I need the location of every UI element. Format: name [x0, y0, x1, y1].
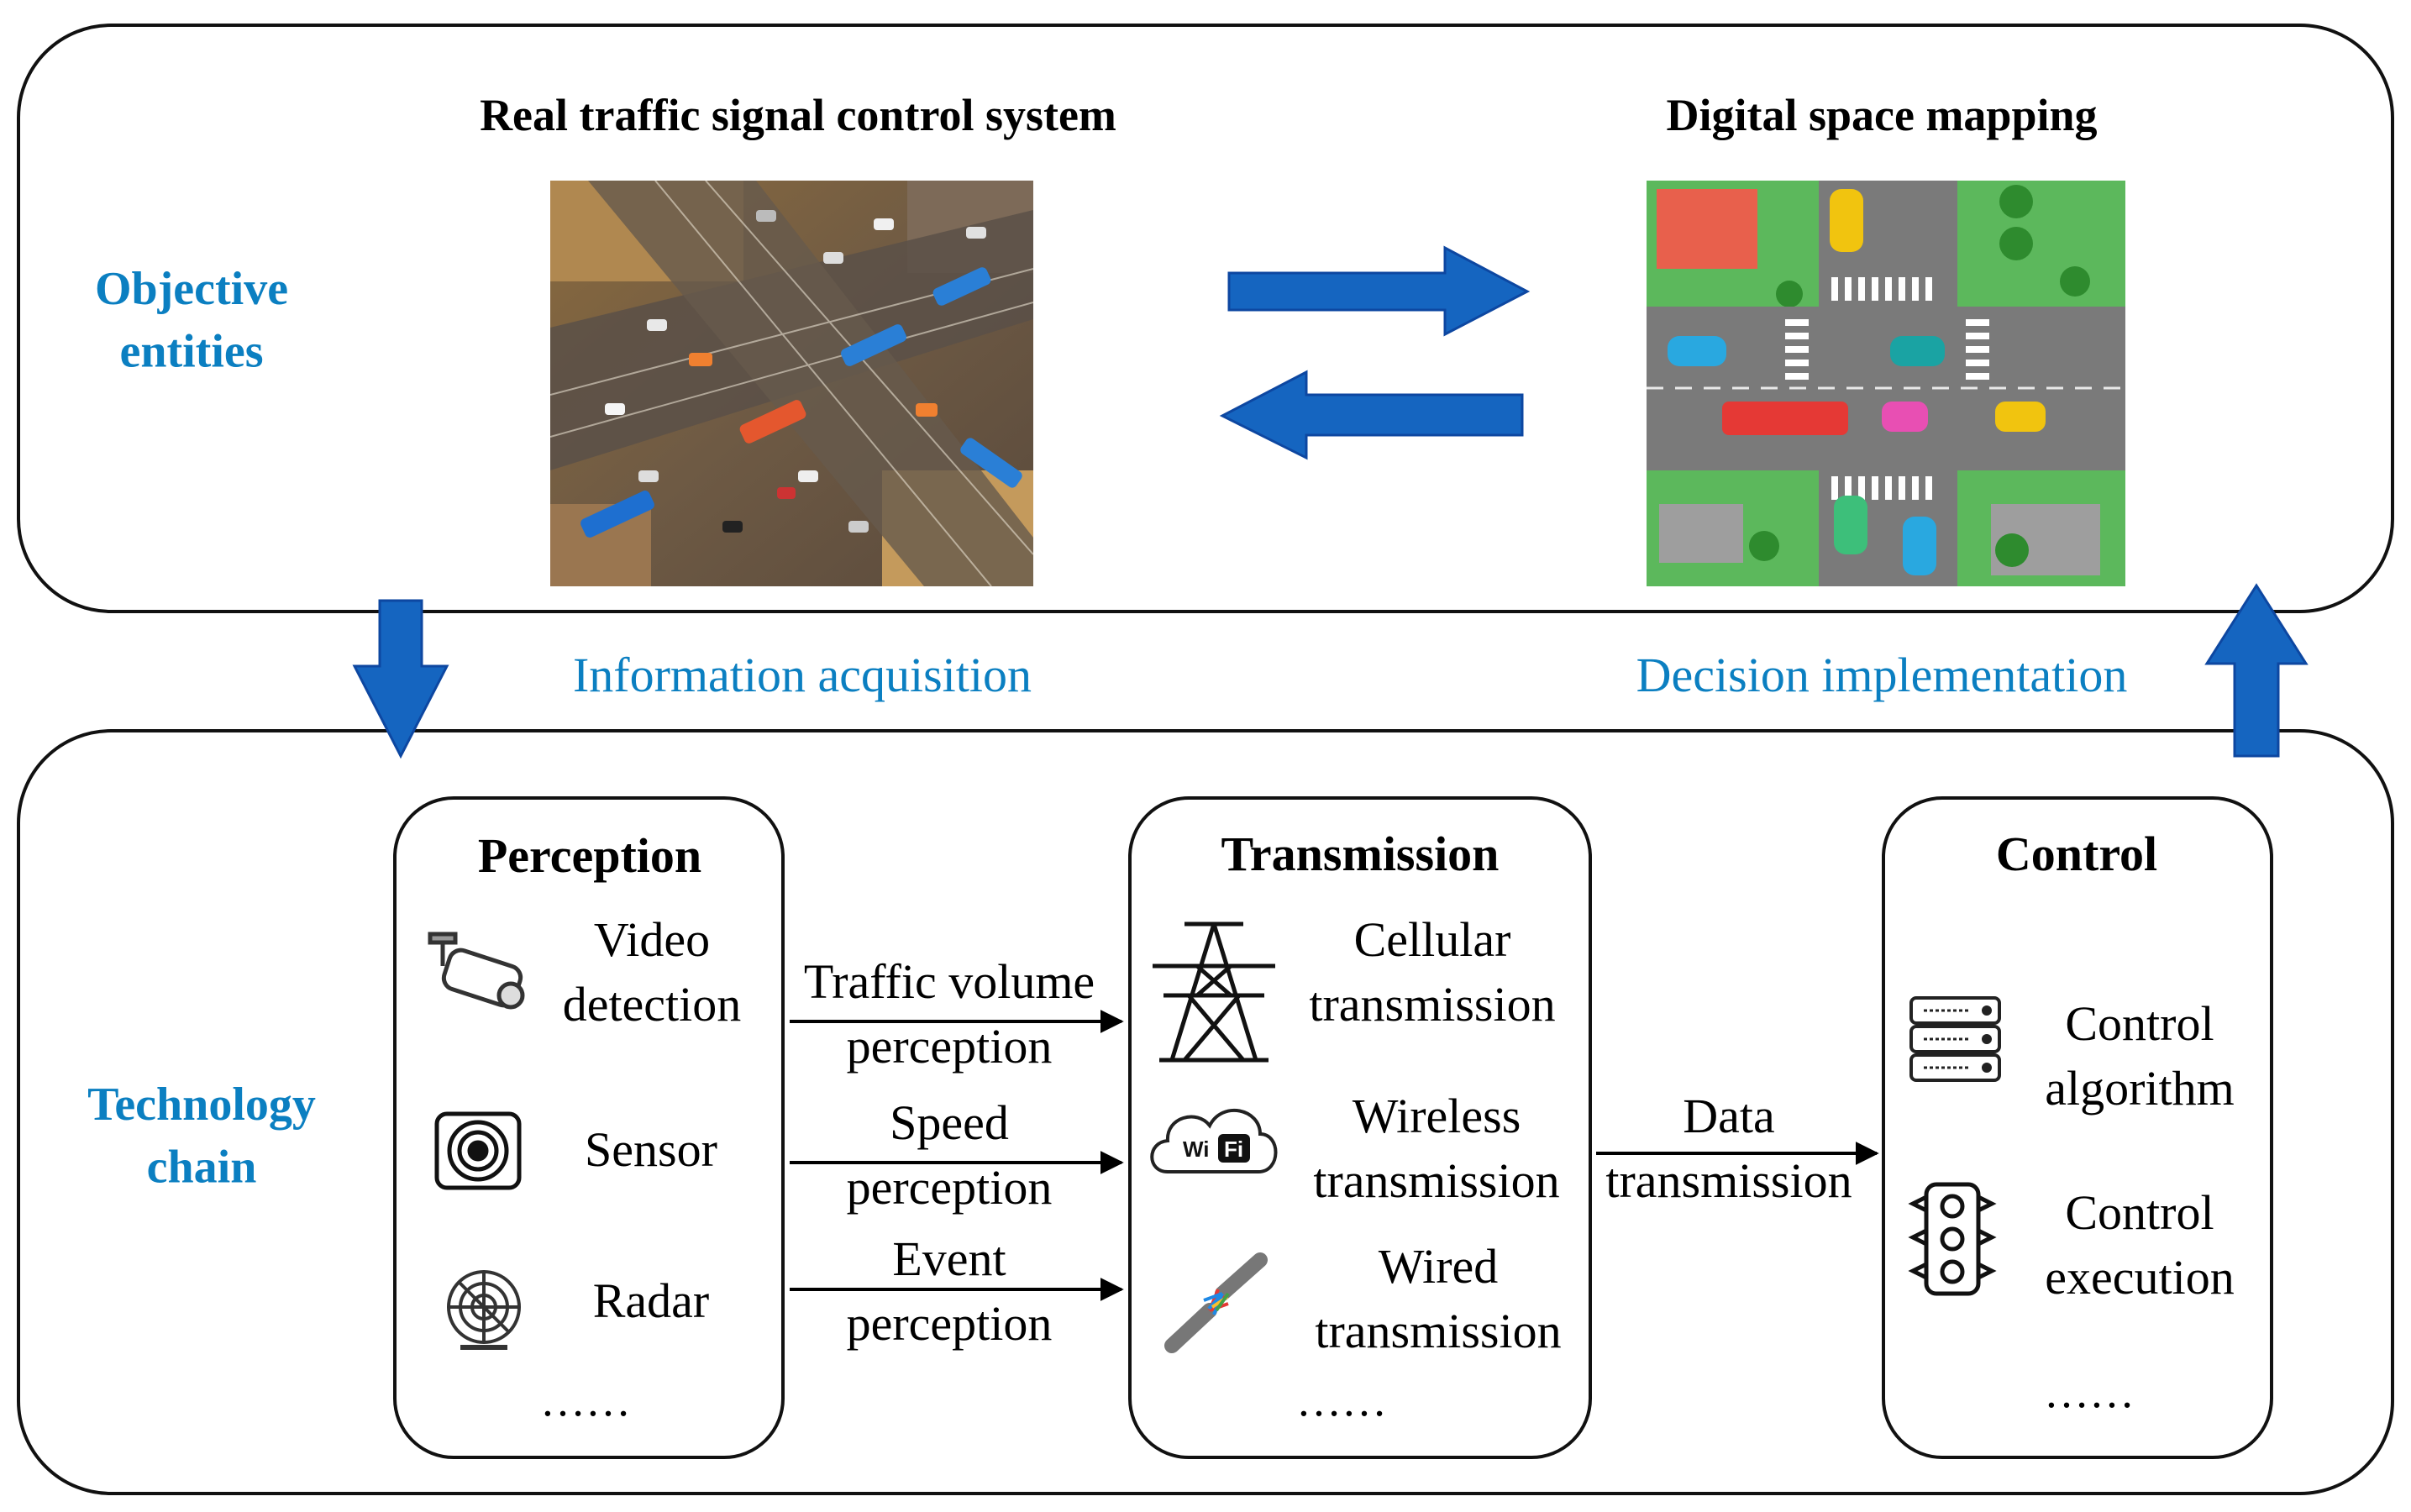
traffic-light-icon: [1908, 1182, 1997, 1296]
text-line: Cellular: [1354, 912, 1511, 967]
text-line: Objective: [95, 263, 288, 315]
transmission-tower-icon: [1153, 921, 1275, 1063]
information-acquisition-arrow: [352, 599, 449, 759]
perception-box: [393, 796, 785, 1459]
mapping-arrow-right: [1227, 245, 1531, 337]
text-line: transmission: [1605, 1153, 1852, 1208]
text-line: Control: [2065, 1185, 2214, 1240]
radar-icon: [447, 1270, 521, 1350]
text-line: chain: [147, 1141, 257, 1193]
text-line: Control: [2065, 996, 2214, 1051]
link-speed: Speed perception: [790, 1095, 1124, 1215]
aerial-intersection-photo: [550, 181, 1033, 586]
text-line: entities: [119, 325, 263, 377]
link-traffic-volume: Traffic volume perception: [790, 954, 1124, 1074]
link-data-transmission: Data transmission: [1596, 1089, 1879, 1208]
link-speed-label: Speed perception: [847, 1095, 1053, 1215]
digital-mapping-title: Digital space mapping: [1666, 90, 2097, 140]
text-line: Traffic volume: [804, 954, 1095, 1009]
transmission-title: Transmission: [1221, 827, 1500, 881]
svg-text:Fi: Fi: [1224, 1137, 1243, 1162]
digital-intersection-map: [1647, 181, 2125, 586]
text-line: perception: [847, 1019, 1053, 1074]
text-line: Wireless: [1353, 1089, 1521, 1143]
perception-item-sensor: Sensor: [585, 1122, 717, 1177]
text-line: Speed: [890, 1095, 1009, 1150]
technology-chain-label: Technology chain: [87, 1079, 316, 1193]
text-line: Video: [594, 912, 710, 967]
sensor-icon: [434, 1111, 522, 1190]
wifi-cloud-icon: Wi Fi: [1150, 1109, 1278, 1173]
text-line: perception: [847, 1160, 1053, 1215]
control-more: ……: [2044, 1367, 2135, 1417]
broken-cable-icon: [1164, 1252, 1268, 1353]
transmission-item-wired: Wired transmission: [1315, 1239, 1561, 1358]
transmission-item-cellular: Cellular transmission: [1309, 912, 1555, 1032]
mapping-arrow-left: [1219, 370, 1524, 460]
transmission-box: [1128, 796, 1592, 1459]
perception-title: Perception: [478, 828, 701, 883]
decision-implementation-arrow: [2204, 583, 2309, 758]
transmission-item-wireless: Wireless transmission: [1313, 1089, 1559, 1208]
text-line: Technology: [87, 1079, 316, 1131]
server-rack-icon: [1909, 996, 2001, 1082]
cctv-camera-icon: [428, 932, 525, 1010]
text-line: perception: [847, 1296, 1053, 1351]
control-item-algorithm: Control algorithm: [2045, 996, 2235, 1116]
text-line: transmission: [1313, 1153, 1559, 1208]
technology-panel: [17, 729, 2394, 1495]
transmission-more: ……: [1296, 1375, 1387, 1425]
link-event-label: Event perception: [847, 1231, 1053, 1351]
perception-more: ……: [540, 1375, 631, 1425]
link-traffic-volume-label: Traffic volume perception: [804, 954, 1095, 1074]
perception-item-video: Video detection: [563, 912, 742, 1032]
svg-text:Wi: Wi: [1183, 1137, 1210, 1162]
information-acquisition-label: Information acquisition: [573, 648, 1032, 702]
perception-item-radar: Radar: [593, 1273, 710, 1328]
text-line: Event: [892, 1231, 1006, 1286]
link-event: Event perception: [790, 1231, 1124, 1351]
text-line: algorithm: [2045, 1061, 2235, 1116]
control-item-execution: Control execution: [2045, 1185, 2234, 1305]
objective-panel: [17, 24, 2394, 613]
text-line: transmission: [1315, 1304, 1561, 1358]
text-line: transmission: [1309, 977, 1555, 1032]
text-line: execution: [2045, 1250, 2234, 1305]
decision-implementation-label: Decision implementation: [1636, 648, 2128, 702]
text-line: detection: [563, 977, 742, 1032]
real-system-title: Real traffic signal control system: [480, 90, 1116, 140]
control-title: Control: [1996, 827, 2157, 881]
text-line: Data: [1683, 1089, 1775, 1143]
link-data-transmission-label: Data transmission: [1605, 1089, 1852, 1208]
text-line: Wired: [1379, 1239, 1499, 1294]
objective-entities-label: Objective entities: [95, 263, 288, 377]
control-box: [1882, 796, 2273, 1459]
